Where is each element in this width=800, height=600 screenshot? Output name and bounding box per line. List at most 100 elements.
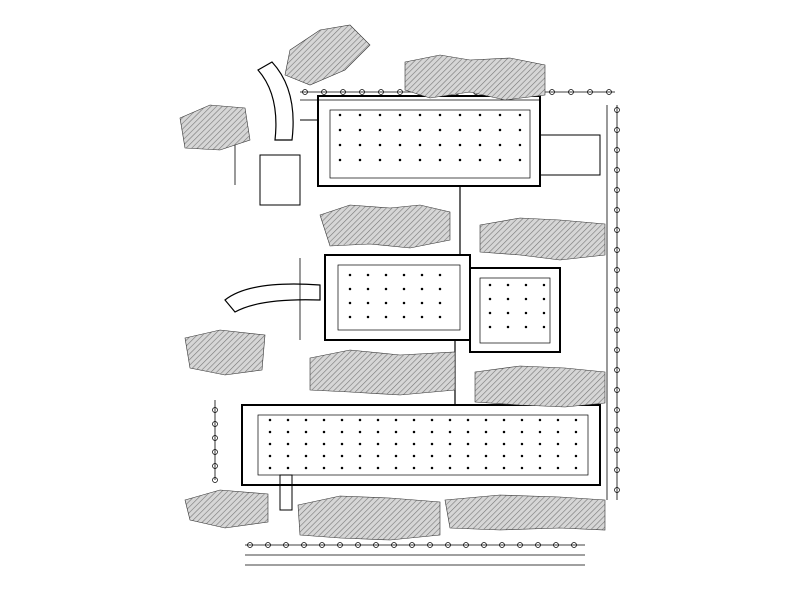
light-fixture <box>458 143 462 147</box>
light-fixture <box>286 442 290 446</box>
light-fixture <box>366 315 370 319</box>
light-fixture <box>484 454 488 458</box>
axis-bubble <box>397 89 403 95</box>
axis-bubble <box>212 421 218 427</box>
light-fixture <box>338 158 342 162</box>
axis-bubble <box>614 447 620 453</box>
light-fixture <box>430 418 434 422</box>
light-fixture <box>488 283 492 287</box>
light-fixture <box>458 128 462 132</box>
light-fixture <box>506 297 510 301</box>
light-fixture <box>502 430 506 434</box>
axis-bubble <box>587 89 593 95</box>
axis-bubble <box>614 307 620 313</box>
light-fixture <box>538 466 542 470</box>
light-fixture <box>448 430 452 434</box>
axis-bubble <box>212 463 218 469</box>
axis-bubble <box>535 542 541 548</box>
light-fixture <box>412 466 416 470</box>
axis-bubble <box>614 327 620 333</box>
axis-bubble <box>614 107 620 113</box>
light-fixture <box>520 430 524 434</box>
light-fixture <box>518 113 522 117</box>
axis-bubble <box>614 407 620 413</box>
light-fixture <box>458 158 462 162</box>
light-fixture <box>556 466 560 470</box>
light-fixture <box>268 430 272 434</box>
axis-bubble <box>481 542 487 548</box>
light-fixture <box>402 273 406 277</box>
light-fixture <box>366 273 370 277</box>
light-fixture <box>378 158 382 162</box>
light-fixture <box>348 301 352 305</box>
axis-bubble <box>614 147 620 153</box>
light-fixture <box>438 315 442 319</box>
light-fixture <box>338 143 342 147</box>
axis-bubble <box>409 542 415 548</box>
light-fixture <box>556 454 560 458</box>
axis-bubble <box>212 449 218 455</box>
light-fixture <box>394 418 398 422</box>
light-fixture <box>268 466 272 470</box>
axis-bubble <box>427 542 433 548</box>
light-fixture <box>438 273 442 277</box>
light-fixture <box>398 158 402 162</box>
light-fixture <box>412 454 416 458</box>
axis-bubble <box>614 167 620 173</box>
light-fixture <box>574 442 578 446</box>
light-fixture <box>348 273 352 277</box>
light-fixture <box>506 325 510 329</box>
light-fixture <box>430 466 434 470</box>
light-fixture <box>458 113 462 117</box>
light-fixture <box>502 466 506 470</box>
light-fixture <box>358 430 362 434</box>
light-fixture <box>358 143 362 147</box>
light-fixture <box>538 454 542 458</box>
light-fixture <box>402 287 406 291</box>
light-fixture <box>556 430 560 434</box>
light-fixture <box>518 158 522 162</box>
light-fixture <box>556 442 560 446</box>
light-fixture <box>304 418 308 422</box>
axis-bubble <box>614 467 620 473</box>
light-fixture <box>498 143 502 147</box>
light-fixture <box>358 418 362 422</box>
light-fixture <box>322 430 326 434</box>
light-fixture <box>484 430 488 434</box>
light-fixture <box>520 442 524 446</box>
light-fixture <box>484 418 488 422</box>
light-fixture <box>430 454 434 458</box>
light-fixture <box>418 113 422 117</box>
light-fixture <box>304 430 308 434</box>
light-fixture <box>524 297 528 301</box>
light-fixture <box>418 143 422 147</box>
light-fixture <box>384 315 388 319</box>
light-fixture <box>502 418 506 422</box>
light-fixture <box>438 128 442 132</box>
axis-bubble <box>499 542 505 548</box>
axis-bubble <box>614 227 620 233</box>
light-fixture <box>430 442 434 446</box>
light-fixture <box>394 442 398 446</box>
light-fixture <box>378 143 382 147</box>
light-fixture <box>430 430 434 434</box>
axis-bubble <box>568 89 574 95</box>
light-fixture <box>478 158 482 162</box>
axis-markers <box>212 89 620 548</box>
light-fixture <box>538 430 542 434</box>
grid-lines <box>214 91 618 566</box>
light-fixture <box>484 442 488 446</box>
light-fixture <box>412 442 416 446</box>
axis-bubble <box>378 89 384 95</box>
light-fixture <box>520 454 524 458</box>
light-fixture <box>420 301 424 305</box>
light-fixture <box>466 442 470 446</box>
light-fixture <box>340 454 344 458</box>
light-fixture <box>488 311 492 315</box>
light-fixture <box>366 287 370 291</box>
light-fixture <box>338 128 342 132</box>
axis-bubble <box>445 542 451 548</box>
light-fixture <box>478 128 482 132</box>
light-fixture <box>466 430 470 434</box>
